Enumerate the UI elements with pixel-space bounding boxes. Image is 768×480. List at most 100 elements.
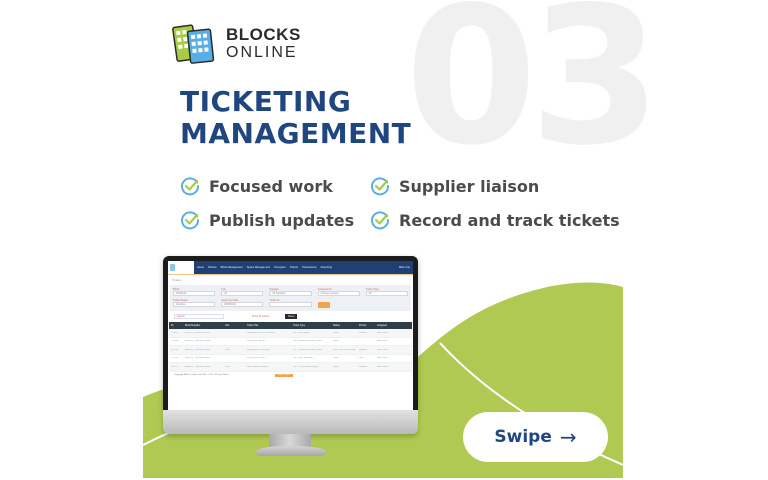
cell: Front door key fob	[247, 340, 265, 343]
swipe-label: Swipe	[494, 427, 552, 447]
ticket-type-select[interactable]: All	[365, 291, 408, 296]
swipe-button[interactable]: Swipe →	[463, 412, 608, 462]
cell: Open	[333, 365, 339, 368]
cell: Flat 2	[225, 365, 231, 368]
feature-item: Focused work	[180, 174, 370, 198]
buildings-logo-icon	[172, 24, 215, 64]
blocks-online-logo: BLOCKS ONLINE	[172, 22, 301, 64]
feature-label: Focused work	[209, 176, 333, 196]
app-logo-icon	[168, 261, 194, 274]
cell: [BEN07] - Marchant Road	[185, 340, 211, 343]
cell: PM - Keys and Fobs	[293, 357, 313, 360]
table-row[interactable]: #19260 [BEN07] - Marchant Road Front door …	[169, 338, 412, 346]
check-circle-icon	[371, 177, 390, 196]
column-header[interactable]: Ticket Type	[293, 324, 306, 327]
cell: [BEN07] - Marchant Road	[185, 365, 211, 368]
supplier-select[interactable]: All Suppliers	[269, 291, 312, 296]
filter-label: Ticket Type	[365, 288, 379, 291]
filter-button[interactable]	[317, 302, 330, 308]
feature-label: Supplier liaison	[399, 176, 540, 196]
assigned-to-select[interactable]: Choose a person	[317, 291, 360, 296]
unit-select[interactable]: All	[221, 291, 264, 296]
table-search-input[interactable]: Search	[174, 314, 224, 319]
app-footer: Copyright Blocks Online Ltd 2016 - 2021 …	[168, 372, 413, 379]
cell: PM - Quotes and Work Orders	[293, 340, 323, 343]
block-select[interactable]: All Blocks	[173, 291, 216, 296]
cell: Low	[359, 357, 364, 360]
feature-item: Supplier liaison	[370, 174, 620, 198]
tickets-table-header: ID Block/Supplier Unit Ticket Title Tick…	[169, 322, 412, 329]
cell: Open	[333, 331, 339, 334]
feature-list: Focused work Supplier liaison Publish up…	[180, 174, 620, 232]
cell: Medium	[359, 365, 367, 368]
column-header[interactable]: Block/Supplier	[185, 324, 201, 327]
cell: PM - Quotes and Work Orders	[293, 348, 323, 351]
nav-item[interactable]: Transactions	[301, 266, 317, 269]
app-nav-bar: Home Notices Block Management Space Mana…	[168, 261, 413, 274]
action-by-date-input[interactable]: 06/05/2021	[221, 302, 264, 307]
nav-user[interactable]: Mike Cop	[399, 266, 410, 269]
cell: PM - Leaseholder Enquiry	[293, 365, 319, 368]
ticket-status-select[interactable]: All Active	[173, 302, 216, 307]
title-line-1: TICKETING	[180, 85, 352, 118]
nav-item[interactable]: Notices	[207, 266, 217, 269]
column-header[interactable]: Ticket Title	[247, 324, 259, 327]
column-header[interactable]: Unit	[225, 324, 230, 327]
cell: Flat 1	[225, 348, 231, 351]
logo-wordmark-bottom: ONLINE	[226, 43, 298, 61]
column-header[interactable]: Priority	[359, 324, 367, 327]
nav-item[interactable]: Occupiers	[274, 266, 286, 269]
cell: Wait Client for Decision	[333, 348, 356, 351]
desktop-monitor-mockup: Home Notices Block Management Space Mana…	[163, 256, 418, 456]
cell: Block Man...	[377, 365, 390, 368]
monitor-stand-neck	[269, 434, 311, 448]
cell: Block window enquiry	[247, 365, 269, 368]
feature-item: Record and track tickets	[370, 208, 620, 232]
filter-label: Ticket ID	[269, 299, 280, 302]
slide-number-watermark: 03	[405, 0, 661, 187]
app-screenshot: Home Notices Block Management Space Mana…	[168, 261, 413, 410]
cell: -	[359, 340, 360, 343]
filter-label: Assigned To	[317, 288, 332, 291]
monitor-stand-base	[256, 446, 326, 456]
filter-label: Action by Date	[221, 299, 239, 302]
raise-ticket-button[interactable]: Raise Ticket	[275, 373, 293, 377]
feature-label: Publish updates	[209, 210, 355, 230]
logo-wordmark-top: BLOCKS	[226, 24, 301, 44]
monitor-bezel: Home Notices Block Management Space Mana…	[163, 256, 418, 410]
cell: Medium	[359, 348, 367, 351]
ticket-id-input[interactable]	[269, 302, 312, 307]
reset-button[interactable]: Reset	[285, 314, 298, 319]
column-header[interactable]: Assigned	[377, 324, 387, 327]
check-circle-icon	[181, 211, 200, 230]
table-controls: Search Show 25 entries Reset	[168, 311, 413, 322]
cell: #19512	[171, 331, 179, 334]
nav-item[interactable]: Space Management	[246, 266, 270, 269]
filter-label: Ticket Status	[173, 299, 188, 302]
column-header[interactable]: ID	[171, 324, 174, 327]
nav-item[interactable]: Tickets	[289, 266, 298, 269]
cell: Block Man...	[377, 331, 390, 334]
show-entries-select[interactable]: Show 25 entries	[252, 315, 270, 318]
cell: [BEN07] - Marchant Road	[185, 357, 211, 360]
nav-item[interactable]: Block Management	[220, 266, 243, 269]
nav-item[interactable]: Reporting	[320, 266, 332, 269]
column-header[interactable]: Status	[333, 324, 340, 327]
monitor-chin	[163, 410, 418, 434]
filter-label: Supplier	[269, 288, 279, 291]
cell: #19260	[171, 340, 179, 343]
nav-item[interactable]: Home	[197, 266, 204, 269]
cell: Open	[333, 357, 339, 360]
filter-label: Block	[173, 288, 180, 291]
check-circle-icon	[181, 177, 200, 196]
breadcrumb: Tickets	[172, 278, 182, 282]
title-line-2: MANAGEMENT	[180, 117, 412, 150]
feature-item: Publish updates	[180, 208, 370, 232]
